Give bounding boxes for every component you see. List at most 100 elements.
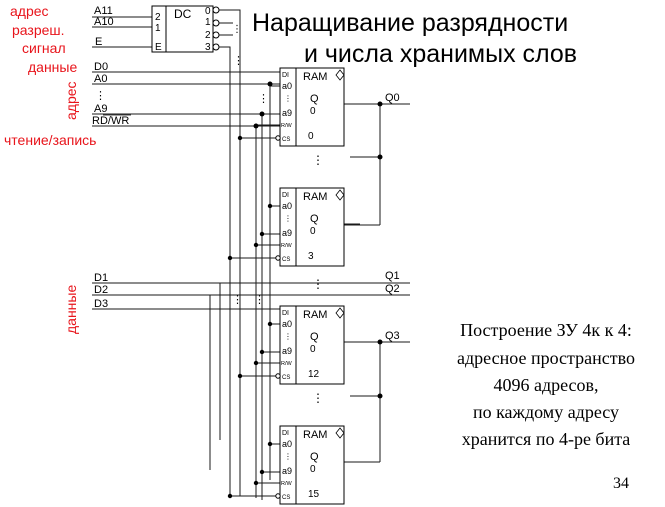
cs-inversion-circle [275, 493, 281, 499]
ram-body [295, 305, 345, 385]
label-address-vertical: адрес [63, 81, 79, 120]
ram-pin-dots: ⋮ [284, 214, 292, 223]
ram-index: 15 [308, 489, 320, 500]
ram-label: RAM [303, 191, 327, 203]
ram-index: 3 [308, 251, 314, 262]
ram-pin-a0: a0 [282, 201, 292, 211]
decoder-out-2: 2 [205, 30, 211, 41]
ram-label: RAM [303, 309, 327, 321]
caption-line-1: Построение ЗУ 4к к 4: [460, 320, 632, 340]
signal-d2: D2 [94, 284, 108, 296]
ram-out-0: 0 [310, 226, 316, 237]
signal-a9: A9 [94, 103, 107, 115]
ram-pin-dots: ⋮ [284, 94, 292, 103]
signal-rdwr: RD/WR [92, 115, 129, 127]
ram-out-q: Q [310, 213, 319, 225]
ram-pin-a9: a9 [282, 108, 292, 118]
label-read-write: чтение/запись [4, 132, 96, 148]
ram-body [295, 187, 345, 267]
ram-body [295, 425, 345, 505]
dots-between-0-3: ⋮ [312, 153, 324, 167]
signal-e: E [95, 36, 102, 48]
label-address: адрес [10, 3, 49, 19]
decoder-out-3: 3 [205, 42, 211, 53]
clock-diamond-icon [335, 189, 345, 201]
ram-pin-di: DI [282, 430, 289, 437]
ram-pin-dots: ⋮ [284, 332, 292, 341]
decoder-label: DC [174, 7, 192, 21]
decoder-out-1: 1 [205, 17, 211, 28]
decoder: DC 2 1 E 0 1 2 3 ⋮ [151, 5, 242, 53]
ram-pin-a0: a0 [282, 319, 292, 329]
ram-pin-rw: R/W [281, 361, 293, 367]
ram-pin-rw: R/W [281, 123, 293, 129]
wires [92, 9, 410, 500]
ram-block-12: RAM Q0 12 DI a0 ⋮ a9R/W CS [275, 305, 345, 385]
label-data: данные [28, 59, 77, 75]
ram-pin-di: DI [282, 310, 289, 317]
decoder-out-0: 0 [205, 6, 211, 17]
slide-title-line2: и числа хранимых слов [304, 40, 577, 68]
ram-out-q: Q [310, 451, 319, 463]
ram-out-q: Q [310, 331, 319, 343]
signal-a0: A0 [94, 73, 107, 85]
ram-pin-dots: ⋮ [284, 452, 292, 461]
bus-dots-1: ⋮ [258, 93, 269, 105]
caption: Построение ЗУ 4к к 4: адресное пространс… [457, 320, 635, 449]
cs-inversion-circle [275, 135, 281, 141]
caption-line-3: 4096 адресов, [493, 375, 598, 395]
label-data-vertical: данные [63, 285, 79, 334]
slide-title-line1: Наращивание разрядности [252, 9, 568, 37]
decoder-in-1: 1 [155, 23, 161, 34]
ram-pin-rw: R/W [281, 243, 293, 249]
ram-block-3: RAM Q0 3 DI a0 ⋮ a9R/W CS [275, 187, 345, 267]
ram-pin-cs: CS [282, 495, 290, 501]
ram-pin-di: DI [282, 72, 289, 79]
output-q2: Q2 [385, 283, 400, 295]
signal-dots: ⋮ [95, 90, 106, 102]
caption-line-5: хранится по 4-ре бита [462, 429, 631, 449]
ram-pin-cs: CS [282, 375, 290, 381]
ram-pin-column [279, 187, 297, 267]
ram-label: RAM [303, 429, 327, 441]
ram-pin-a9: a9 [282, 228, 292, 238]
output-q0: Q0 [385, 92, 400, 104]
output-q3: Q3 [385, 330, 400, 342]
clock-diamond-icon [335, 69, 345, 81]
ram-pin-di: DI [282, 192, 289, 199]
signal-a11: A11 [94, 5, 113, 17]
ram-index: 12 [308, 369, 320, 380]
cs-inversion-circle [275, 255, 281, 261]
caption-line-4: по каждому адресу [473, 402, 619, 422]
ram-out-0: 0 [310, 344, 316, 355]
ram-index: 0 [308, 131, 314, 142]
caption-line-2: адресное пространство [457, 348, 635, 368]
cs-inversion-circle [275, 373, 281, 379]
ram-pin-column [279, 305, 297, 385]
output-q1: Q1 [385, 270, 400, 282]
label-signal: сигнал [22, 40, 66, 56]
ram-pin-a0: a0 [282, 81, 292, 91]
ram-out-0: 0 [310, 464, 316, 475]
ram-label: RAM [303, 71, 327, 83]
dots-between-3-12: ⋮ [312, 277, 324, 291]
decoder-in-2: 2 [155, 12, 161, 23]
ram-pin-a9: a9 [282, 346, 292, 356]
bus-dots-3: ⋮ [232, 294, 243, 306]
ram-out-0: 0 [310, 106, 316, 117]
page-number: 34 [613, 475, 629, 492]
clock-diamond-icon [335, 307, 345, 319]
ram-body [295, 67, 345, 147]
label-enable: разреш. [12, 22, 65, 38]
signal-d3: D3 [94, 298, 108, 310]
ram-pin-a9: a9 [282, 466, 292, 476]
ram-pin-column [279, 67, 297, 147]
ram-pin-rw: R/W [281, 481, 293, 487]
decoder-in-e: E [155, 42, 162, 53]
signal-d1: D1 [94, 272, 108, 284]
ram-pin-cs: CS [282, 257, 290, 263]
